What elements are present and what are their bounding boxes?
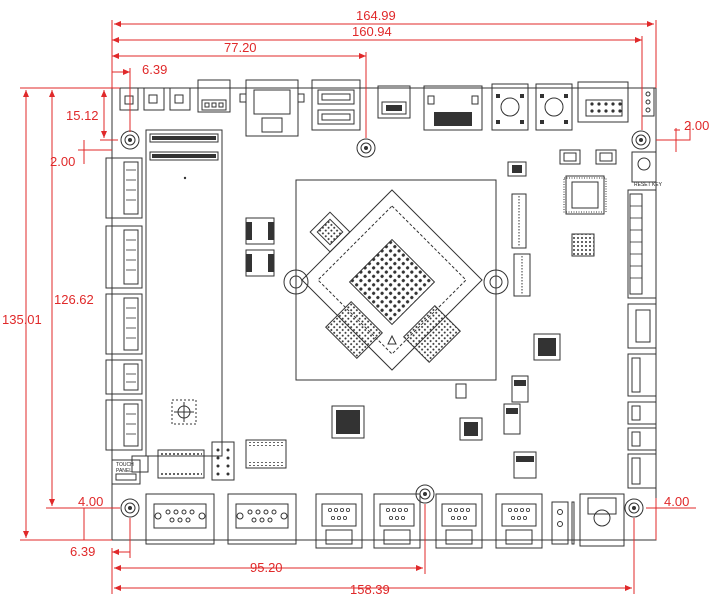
dim-hole-span-top: 160.94 <box>352 24 392 39</box>
dim-bottom-right-offset: 4.00 <box>664 494 689 509</box>
right-components: RESET KEY <box>245 149 663 489</box>
reset-key-label: RESET KEY <box>634 182 663 188</box>
touch-panel-label: TOUCH <box>116 462 134 468</box>
dim-center-connector: 77.20 <box>224 40 257 55</box>
top-connectors <box>119 79 655 137</box>
dim-overall-height: 135.01 <box>2 312 42 327</box>
svg-text:PANEL: PANEL <box>116 468 132 474</box>
lower-ics <box>157 439 287 481</box>
dim-hole-vertical: 126.62 <box>54 292 94 307</box>
dim-left-hole-bottom: 6.39 <box>70 544 95 559</box>
soc-area <box>283 179 509 381</box>
dimension-lines: 164.99 160.94 77.20 6.39 15.12 2.00 2.00… <box>2 8 709 597</box>
mounting-holes <box>120 130 651 518</box>
dim-left-gap: 2.00 <box>50 154 75 169</box>
bottom-connectors <box>145 493 625 549</box>
dim-bottom-left-offset: 4.00 <box>78 494 103 509</box>
dim-overall-width: 164.99 <box>356 8 396 23</box>
dim-bottom-hole-span: 158.39 <box>350 582 390 597</box>
dim-right-gap: 2.00 <box>684 118 709 133</box>
left-headers: TOUCH PANEL <box>105 129 223 485</box>
dim-center-hole: 95.20 <box>250 560 283 575</box>
dim-left-hole-top: 6.39 <box>142 62 167 77</box>
dim-top-hole-height: 15.12 <box>66 108 99 123</box>
